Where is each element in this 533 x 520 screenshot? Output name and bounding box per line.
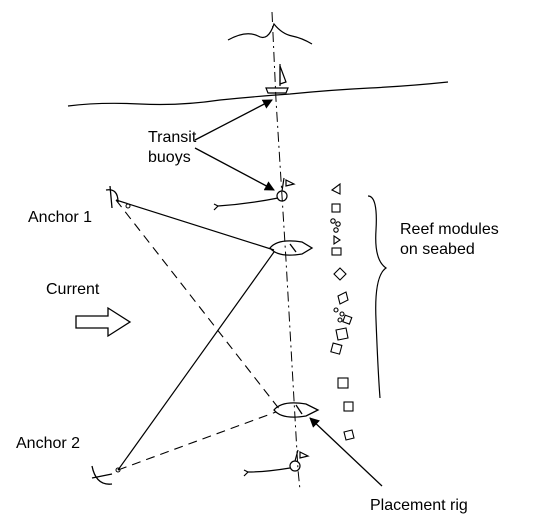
barge-upper-icon [269,240,314,256]
transit-buoy-lower-icon [243,449,310,477]
label-anchor-1: Anchor 1 [28,209,93,226]
shoreline [67,81,449,107]
label-placement-rig: Placement rig [370,497,468,514]
placement-rig-icon [273,402,320,418]
shore-beacon-icon [265,64,289,94]
transit-arrow-upper [194,99,273,141]
placement-rig-arrow [309,417,383,487]
mooring-line-anchor1-lower [115,199,281,411]
transit-line [271,11,301,491]
reef-modules-bracket [367,195,388,399]
label-transit-buoys: Transit buoys [148,129,197,166]
mooring-line-anchor1-upper [115,199,275,251]
label-reef-modules: Reef modules on seabed [400,221,499,258]
label-anchor-2: Anchor 2 [16,435,81,452]
mooring-line-anchor2-lower [117,411,277,471]
reef-modules [330,182,355,441]
mooring-line-anchor2-upper [117,251,275,471]
anchor-1-icon [105,185,119,209]
horizon-wave [227,22,313,45]
transit-buoy-upper-icon [213,177,296,211]
current-arrow-icon [75,306,132,338]
transit-arrow-lower [194,147,275,191]
label-current: Current [46,281,100,298]
anchor-2-icon [91,465,113,485]
